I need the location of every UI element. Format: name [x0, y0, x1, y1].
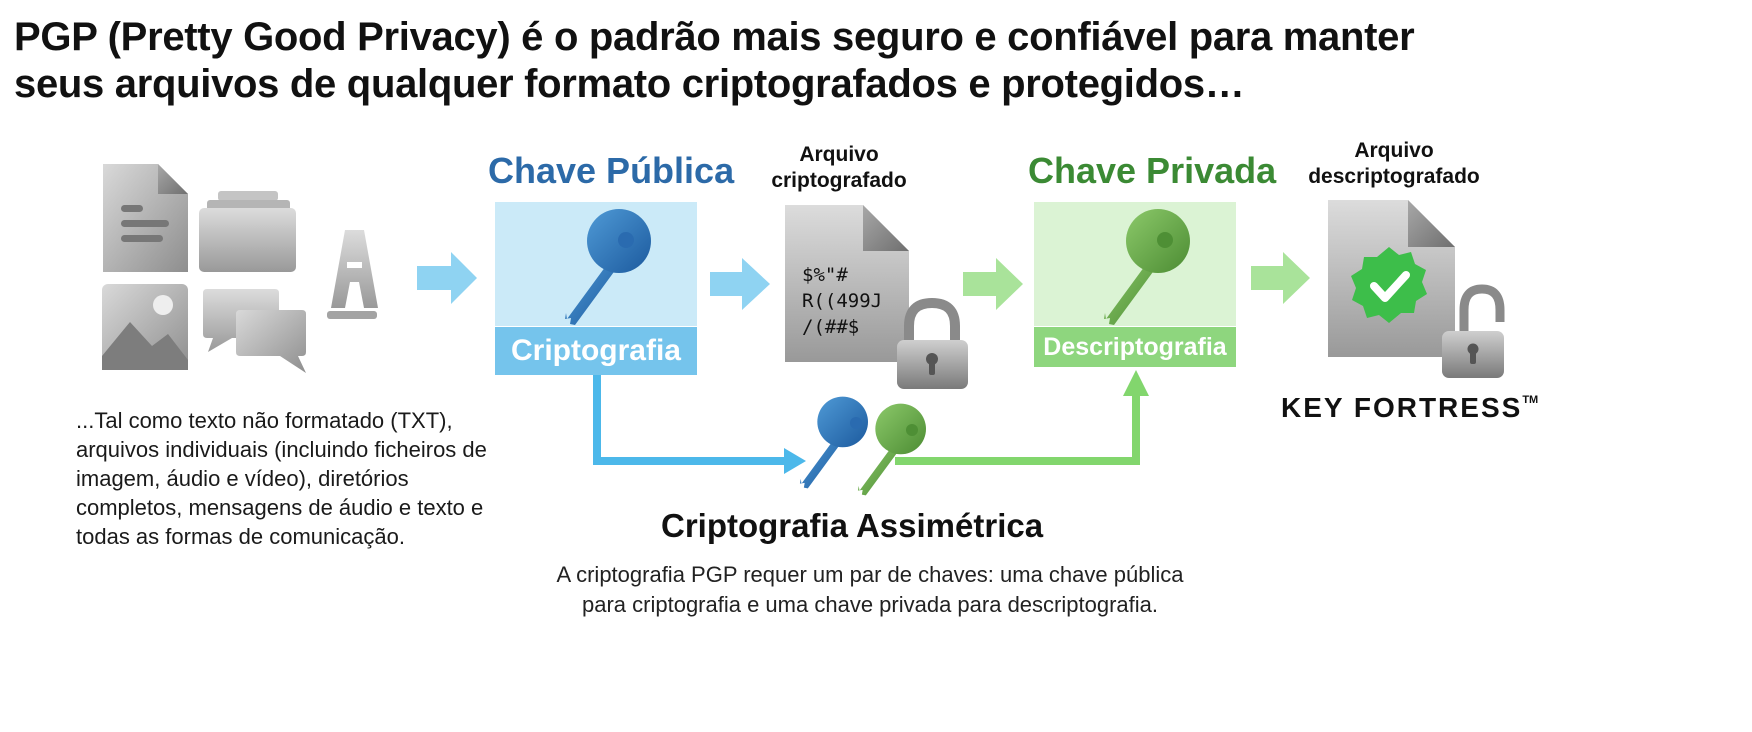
cipher-text: $%"# R((499J /(##$: [802, 264, 883, 338]
encrypted-file-icon: [785, 205, 909, 362]
padlock-unlocked-icon: [1442, 284, 1505, 378]
encryption-band: Criptografia: [495, 327, 697, 375]
encrypted-file-label: Arquivo criptografado: [771, 143, 907, 192]
title-line-2: seus arquivos de qualquer formato cripto…: [14, 62, 1245, 106]
connector-green: [895, 392, 1140, 465]
connector-blue: [593, 375, 790, 465]
private-key-box: [1034, 202, 1236, 326]
arrow-1: [417, 252, 477, 304]
decrypted-file-label: Arquivo descriptografado: [1308, 139, 1480, 188]
file-types-description: ...Tal como texto não formatado (TXT), a…: [76, 408, 487, 549]
font-icon: [327, 230, 378, 319]
decryption-band: Descriptografia: [1034, 327, 1236, 367]
arrow-2: [710, 258, 770, 310]
chat-icon: [203, 289, 306, 373]
title-line-1: PGP (Pretty Good Privacy) é o padrão mai…: [14, 15, 1415, 59]
blue-key-icon: [565, 209, 651, 325]
private-key-label: Chave Privada: [1028, 150, 1277, 191]
arrow-3: [963, 258, 1023, 310]
public-key-label: Chave Pública: [488, 150, 735, 191]
public-key-box: [495, 202, 697, 326]
green-key-icon: [1104, 209, 1190, 325]
document-icon: [103, 164, 188, 272]
key-pair-icon: [799, 396, 926, 496]
arrow-4: [1251, 252, 1310, 304]
folder-icon: [199, 191, 296, 272]
verified-file-icon: [1328, 200, 1455, 357]
brand-logo: KEY FORTRESSTM: [1281, 392, 1539, 423]
page-title: PGP (Pretty Good Privacy) é o padrão mai…: [14, 14, 1415, 108]
asymmetric-title: Criptografia Assimétrica: [661, 507, 1044, 544]
image-icon: [102, 284, 188, 370]
padlock-locked-icon: [897, 297, 968, 389]
asymmetric-description: A criptografia PGP requer um par de chav…: [556, 562, 1184, 617]
